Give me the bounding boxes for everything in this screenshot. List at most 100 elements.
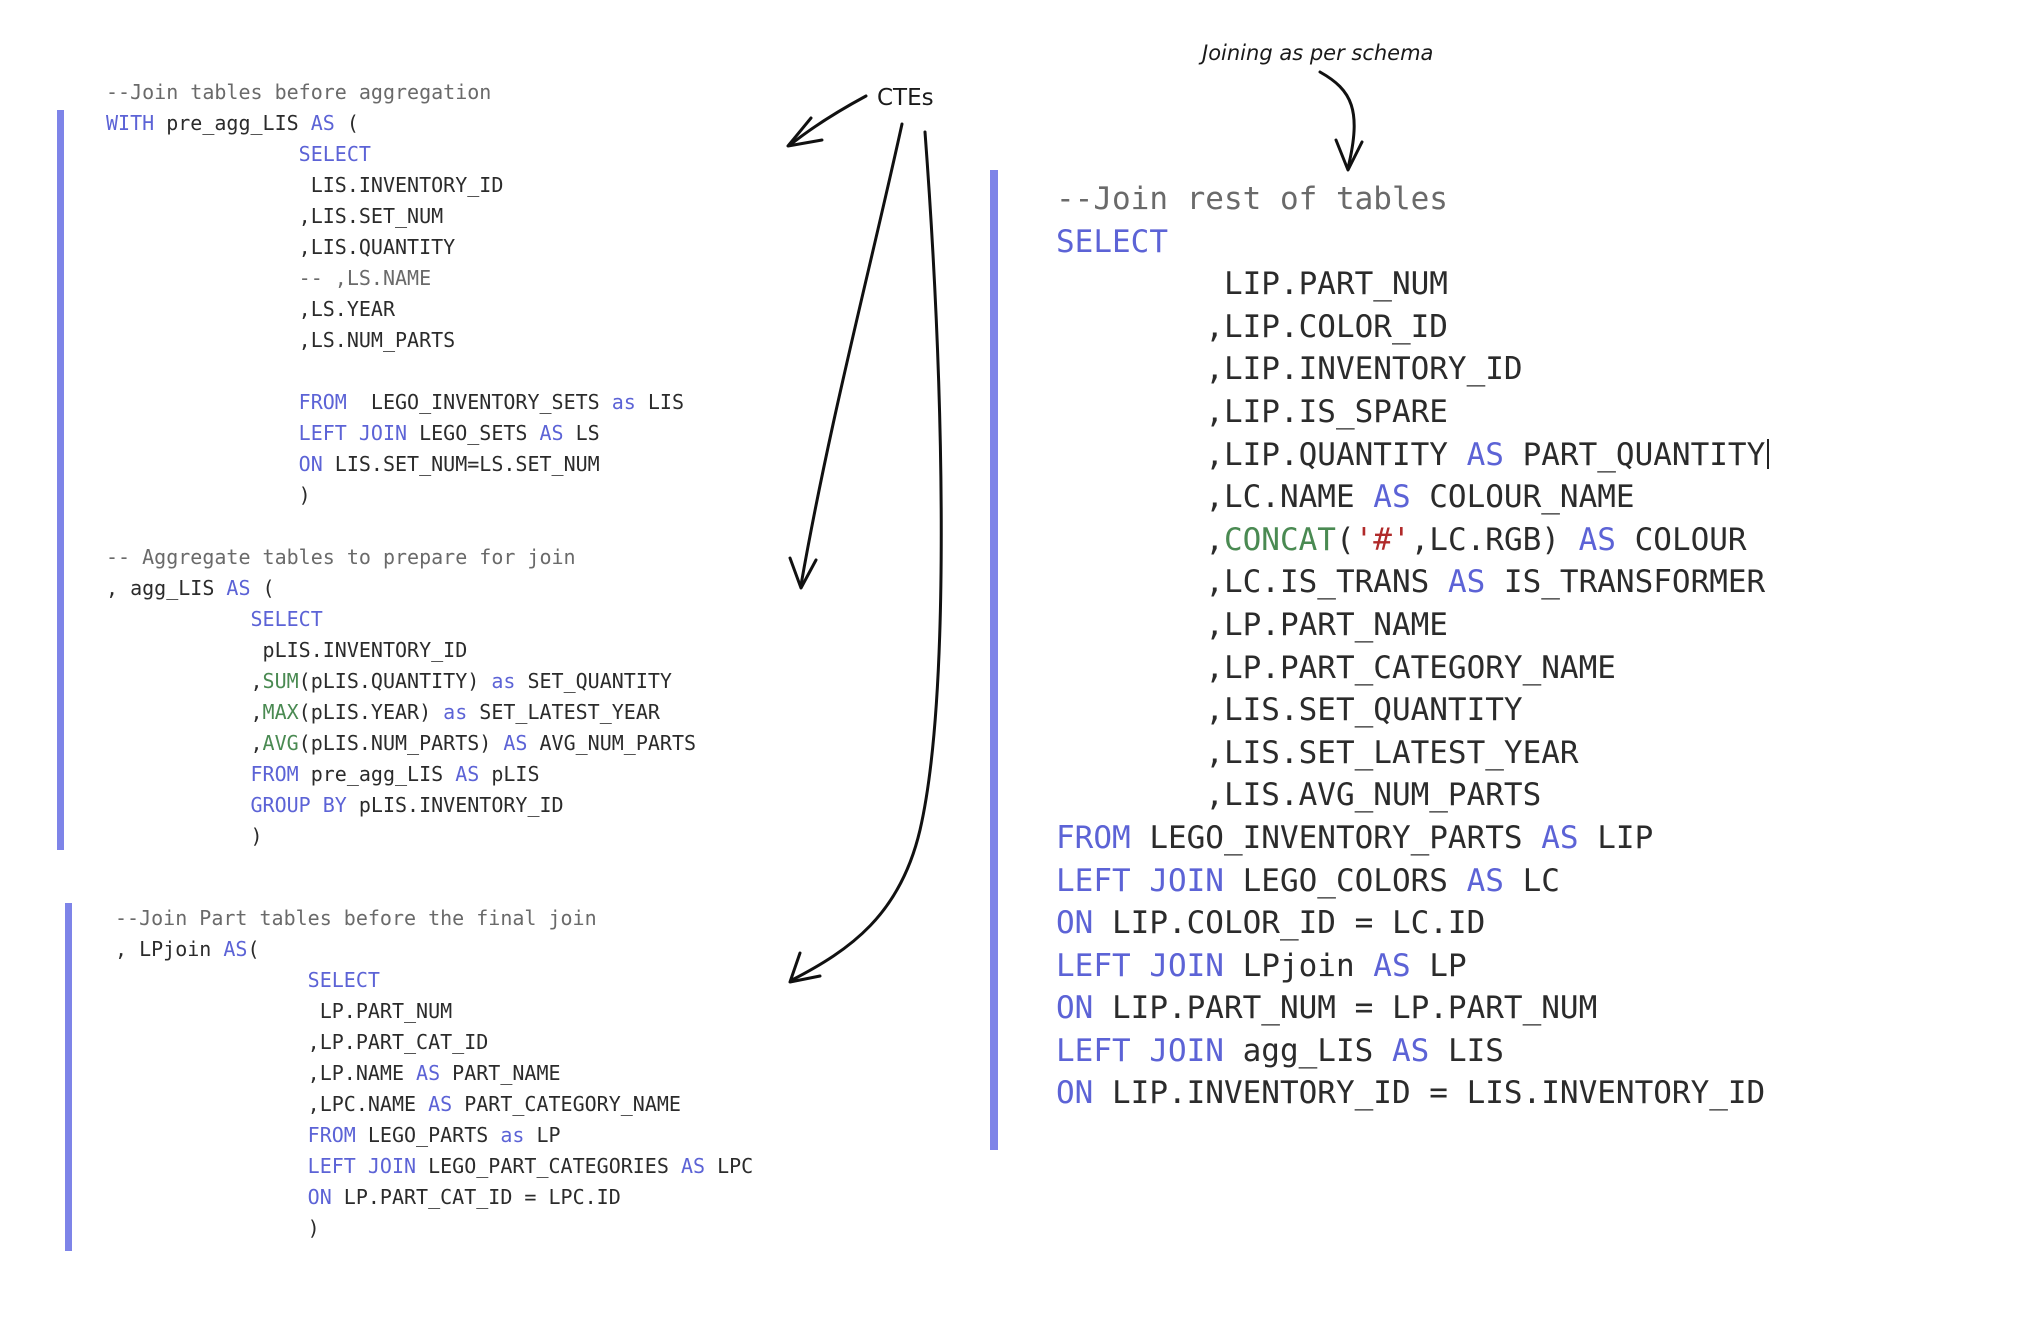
keyword: AS — [226, 576, 251, 600]
code-line: ,MAX(pLIS.YEAR) as SET_LATEST_YEAR — [106, 697, 696, 728]
keyword: AS — [1447, 564, 1486, 601]
code-line: FROM LEGO_INVENTORY_SETS as LIS — [106, 387, 696, 418]
keyword: AS — [223, 937, 248, 961]
code-text: ( — [247, 937, 260, 961]
arrow-ctes-to-pre-agg — [788, 94, 868, 147]
function-name: SUM — [262, 669, 299, 693]
code-line: LIP.PART_NUM — [1056, 263, 1769, 306]
code-text: pLIS — [479, 762, 540, 786]
arrowhead-ctes-to-pre-agg — [786, 116, 824, 148]
code-text: LS — [563, 421, 600, 445]
code-line: ON LIP.COLOR_ID = LC.ID — [1056, 902, 1769, 945]
code-line: ,LP.PART_NAME — [1056, 604, 1769, 647]
comment: --Join Part tables before the final join — [115, 906, 597, 930]
code-text: PART_NAME — [440, 1061, 561, 1085]
keyword: LEFT JOIN — [1056, 862, 1224, 899]
code-line: ,LS.NUM_PARTS — [106, 325, 696, 356]
comment: --Join tables before aggregation — [106, 80, 492, 104]
code-line: ON LIP.PART_NUM = LP.PART_NUM — [1056, 987, 1769, 1030]
code-line: ) — [106, 480, 696, 511]
keyword: AS — [1578, 521, 1616, 558]
comment: -- ,LS.NAME — [298, 266, 432, 290]
code-line: LEFT JOIN LEGO_COLORS AS LC — [1056, 860, 1769, 903]
function-name: AVG — [262, 731, 299, 755]
code-text: ) — [115, 1216, 320, 1240]
code-line: ,LIS.SET_QUANTITY — [1056, 689, 1769, 732]
keyword: AS — [1373, 947, 1411, 984]
code-text: LC — [1503, 862, 1560, 899]
code-text: pre_agg_LIS — [298, 762, 456, 786]
code-text: COLOUR — [1615, 521, 1747, 558]
code-text: , — [106, 669, 263, 693]
keyword: SELECT — [1056, 223, 1168, 260]
code-text: pLIS.INVENTORY_ID — [346, 793, 564, 817]
code-text: PART_QUANTITY — [1503, 436, 1766, 473]
code-line: FROM pre_agg_LIS AS pLIS — [106, 759, 696, 790]
keyword: AS — [503, 731, 528, 755]
code-line: ,LIS.AVG_NUM_PARTS — [1056, 774, 1769, 817]
block-bar-pre-agg — [57, 110, 64, 850]
code-line: FROM LEGO_PARTS as LP — [115, 1120, 753, 1151]
code-line: ON LP.PART_CAT_ID = LPC.ID — [115, 1182, 753, 1213]
code-text: ,LIS.QUANTITY — [106, 235, 456, 259]
code-text: LP — [524, 1123, 561, 1147]
code-line: ,LP.PART_CATEGORY_NAME — [1056, 647, 1769, 690]
keyword: ON — [1056, 1075, 1094, 1112]
function-name: CONCAT — [1223, 521, 1336, 558]
code-text: LIP.COLOR_ID = LC.ID — [1093, 905, 1486, 942]
keyword: AS — [680, 1154, 706, 1178]
keyword: AS — [1466, 862, 1504, 899]
code-text: LIS — [1429, 1032, 1504, 1069]
code-text: LP.PART_NUM — [115, 999, 453, 1023]
arrow-ctes-to-lpjoin — [790, 130, 943, 982]
keyword: GROUP BY — [250, 793, 347, 817]
code-text: LPC — [705, 1154, 754, 1178]
keyword: FROM — [307, 1123, 356, 1147]
code-text: ) — [106, 483, 311, 507]
keyword: AS — [1541, 819, 1579, 856]
code-text: ,LP.PART_CAT_ID — [115, 1030, 489, 1054]
code-line: -- Aggregate tables to prepare for join — [106, 542, 696, 573]
code-text: ,LP.PART_CATEGORY_NAME — [1056, 649, 1616, 686]
keyword: as — [611, 390, 636, 414]
keyword: FROM — [298, 390, 347, 414]
keyword: as — [491, 669, 516, 693]
code-text: LIS — [635, 390, 684, 414]
code-text: ( — [1335, 521, 1355, 558]
keyword: LEFT JOIN — [307, 1154, 417, 1178]
arrowhead-ctes-to-agg — [788, 556, 818, 590]
code-line: ,LC.IS_TRANS AS IS_TRANSFORMER — [1056, 561, 1769, 604]
code-text: ,LP.NAME — [115, 1061, 417, 1085]
code-text: ,LIP.INVENTORY_ID — [1056, 351, 1523, 388]
code-line: LEFT JOIN LEGO_PART_CATEGORIES AS LPC — [115, 1151, 754, 1182]
keyword: as — [443, 700, 468, 724]
code-text: ( — [334, 111, 359, 135]
code-text: LEGO_PARTS — [355, 1123, 501, 1147]
code-line: pLIS.INVENTORY_ID — [106, 635, 696, 666]
code-text: ) — [106, 824, 263, 848]
code-text: LEGO_SETS — [407, 421, 540, 445]
annotation-joining-as-per-schema: Joining as per schema — [1202, 41, 1434, 65]
code-text: pLIS.INVENTORY_ID — [106, 638, 468, 662]
code-text: ,LS.YEAR — [106, 297, 395, 321]
code-text: ,LIS.SET_NUM — [106, 204, 444, 228]
code-text: LEGO_PART_CATEGORIES — [416, 1154, 681, 1178]
code-line: , agg_LIS AS ( — [106, 573, 696, 604]
arrowhead-ctes-to-lpjoin — [788, 951, 822, 984]
code-line: ON LIP.INVENTORY_ID = LIS.INVENTORY_ID — [1056, 1072, 1769, 1115]
keyword: AS — [1373, 479, 1411, 516]
code-line: ,CONCAT('#',LC.RGB) AS COLOUR — [1056, 519, 1769, 562]
code-line: --Join Part tables before the final join — [115, 903, 753, 934]
arrowhead-schema-to-final — [1334, 138, 1364, 172]
keyword: SELECT — [250, 607, 323, 631]
function-name: MAX — [262, 700, 299, 724]
code-text: LEGO_INVENTORY_SETS — [346, 390, 612, 414]
code-line: SELECT — [115, 965, 753, 996]
code-text: LEGO_COLORS — [1223, 862, 1467, 899]
code-text: agg_LIS — [1223, 1032, 1392, 1069]
code-text: LIP.PART_NUM = LP.PART_NUM — [1093, 990, 1598, 1027]
code-line: ,LIS.SET_NUM — [106, 201, 696, 232]
